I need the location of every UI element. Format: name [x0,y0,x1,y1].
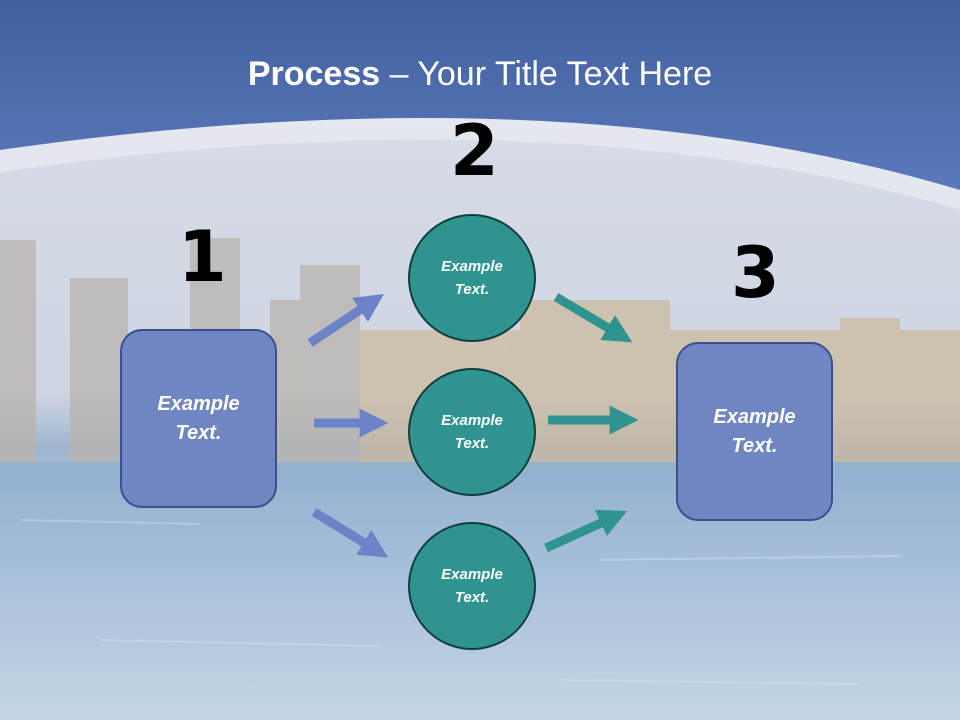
title-bold: Process [247,55,381,93]
step-1-text-line1: Example [157,392,240,415]
step-2-circle-bottom: Example Text. [408,522,536,650]
step-3-text-line2: Text. [731,434,778,457]
slide-title: Process – Your Title Text Here [0,54,960,94]
circle-top-text-line1: Example [441,258,503,275]
step-1-box: Example Text. [120,329,277,508]
step-3-text-line1: Example [713,405,796,428]
arrow-1-to-bottom-circle [311,508,389,558]
arrow-bottom-circle-to-3 [544,509,628,553]
circle-top-text-line2: Text. [454,281,490,298]
circle-bottom-text-line1: Example [441,566,503,583]
step-number-2: 2 [450,110,499,192]
step-number-3: 3 [731,232,780,314]
arrow-top-circle-to-3 [553,293,633,343]
circle-middle-text-line2: Text. [454,435,490,452]
step-2-circle-middle: Example Text. [408,368,536,496]
circle-bottom-text-line2: Text. [454,589,490,606]
circle-middle-text-line1: Example [441,412,503,429]
arrow-1-to-top-circle [307,294,385,347]
step-1-text-line2: Text. [175,421,222,444]
step-2-circle-top: Example Text. [408,214,536,342]
step-number-1: 1 [178,216,227,298]
step-3-box: Example Text. [676,342,833,521]
title-rest: – Your Title Text Here [380,55,713,93]
